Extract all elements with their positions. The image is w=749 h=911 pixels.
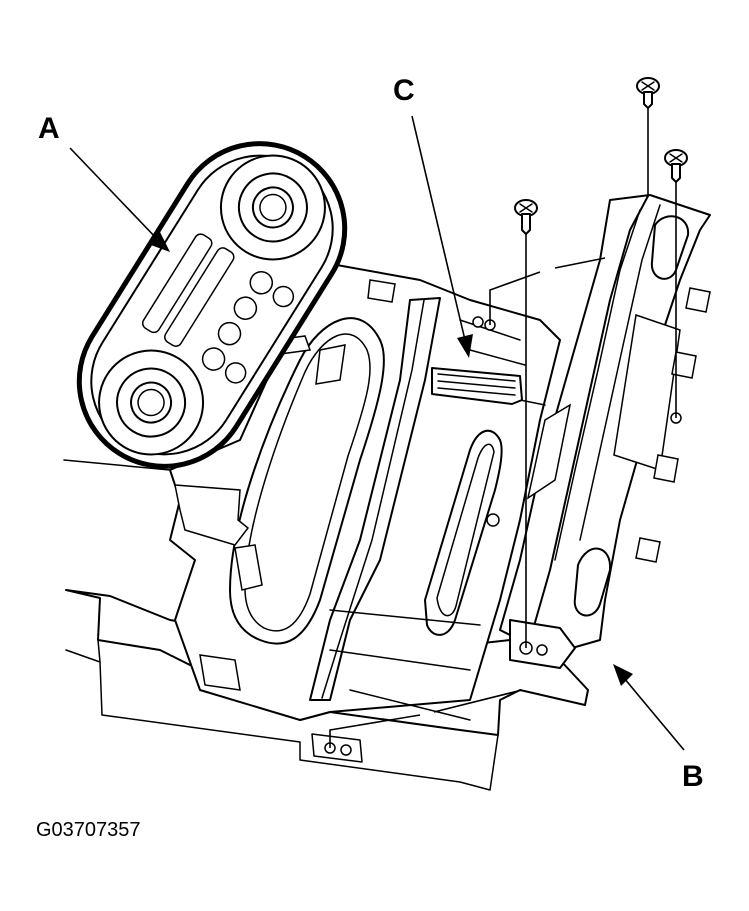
callout-label-c: C <box>393 74 415 107</box>
climate-control-panel <box>76 141 348 469</box>
callout-leader-c <box>411 115 473 358</box>
knob-left-icon <box>98 349 205 456</box>
screw-alignment-lines <box>329 108 677 748</box>
screw-icon <box>664 149 688 183</box>
mounting-screws <box>514 77 688 235</box>
mounting-bracket <box>63 261 589 791</box>
display-unit <box>499 194 711 669</box>
screw-icon <box>514 199 538 235</box>
knob-right-icon <box>219 154 326 261</box>
callout-label-b: B <box>682 760 704 793</box>
callout-leader-a <box>69 147 170 252</box>
ribbon-cable-connector <box>431 367 523 405</box>
figure-code: G03707357 <box>36 819 141 841</box>
bracket-mount-holes <box>311 316 500 763</box>
screw-icon <box>636 77 660 109</box>
callout-label-a: A <box>38 112 60 145</box>
callout-leader-b <box>613 664 685 751</box>
